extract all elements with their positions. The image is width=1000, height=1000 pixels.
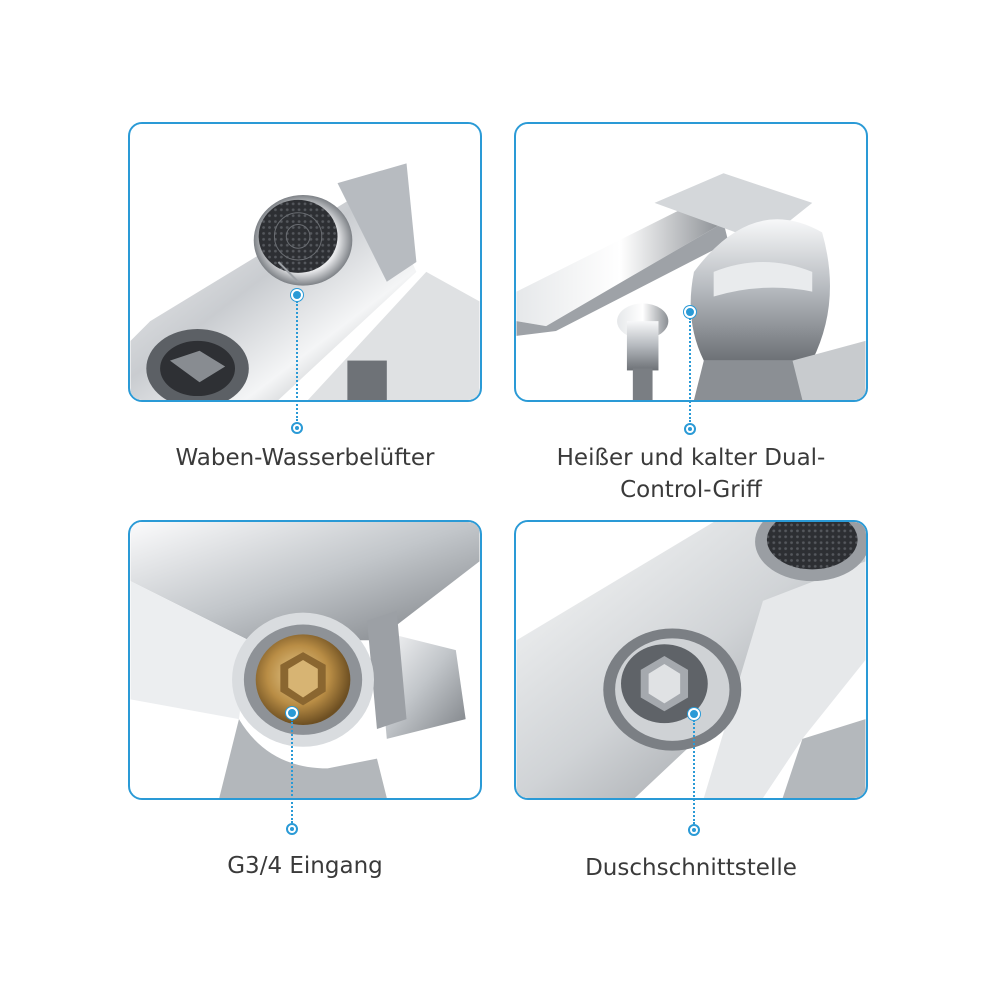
label-line: Duschschnittstelle xyxy=(585,855,797,881)
feature-label-aerator: Waben-Wasserbelüfter xyxy=(128,442,482,474)
handle-illustration xyxy=(516,124,866,400)
photo-shower-interface xyxy=(514,520,868,800)
feature-label-handle: Heißer und kalter Dual- Control-Griff xyxy=(514,442,868,506)
marker-ring xyxy=(291,422,303,434)
marker-dot xyxy=(688,708,700,720)
inlet-illustration xyxy=(130,522,480,798)
leader-line xyxy=(689,318,691,422)
marker-dot xyxy=(291,289,303,301)
shower-interface-illustration xyxy=(516,522,866,798)
label-line: G3/4 Eingang xyxy=(227,853,383,879)
marker-dot xyxy=(684,306,696,318)
feature-label-inlet: G3/4 Eingang xyxy=(128,850,482,882)
marker-ring xyxy=(286,823,298,835)
photo-aerator xyxy=(128,122,482,402)
label-line: Waben-Wasserbelüfter xyxy=(175,445,435,471)
aerator-illustration xyxy=(130,124,480,400)
label-line: Control-Griff xyxy=(620,477,762,503)
marker-dot xyxy=(286,707,298,719)
photo-inlet xyxy=(128,520,482,800)
leader-line xyxy=(693,720,695,824)
feature-label-shower-interface: Duschschnittstelle xyxy=(514,852,868,884)
marker-ring xyxy=(684,423,696,435)
marker-ring xyxy=(688,824,700,836)
photo-handle xyxy=(514,122,868,402)
leader-line xyxy=(296,301,298,421)
label-line: Heißer und kalter Dual- xyxy=(556,445,826,471)
leader-line xyxy=(291,719,293,823)
